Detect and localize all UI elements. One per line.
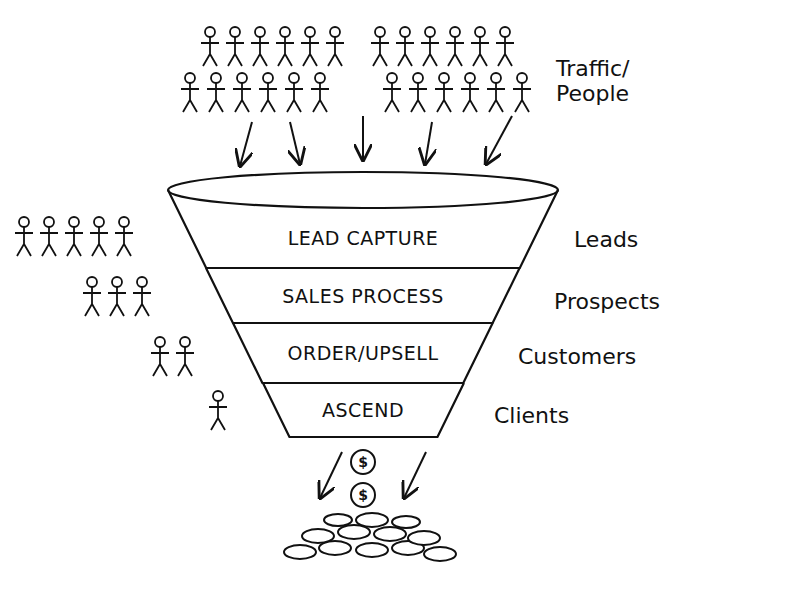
stage-label: Clients [494,403,569,428]
funnel-band: ORDER/UPSELL [233,323,493,383]
stick-figure [285,73,303,112]
funnel-band: ASCEND [263,383,464,437]
stage-label: Leads [574,227,638,252]
stage-name: ASCEND [322,399,404,421]
stick-figure [461,73,479,112]
stick-figure [151,337,169,376]
stick-figure [496,27,514,66]
funnel-band: LEAD CAPTURE [168,190,558,268]
stick-figure [396,27,414,66]
stick-figure [435,73,453,112]
stick-figure [181,73,199,112]
stick-figure [259,73,277,112]
stick-figure [233,73,251,112]
stick-figure [65,217,83,256]
stick-figure [176,337,194,376]
stick-figure [133,277,151,316]
stick-figure [115,217,133,256]
stage-name: ORDER/UPSELL [287,342,438,364]
stick-figure [311,73,329,112]
stick-figure [209,391,227,430]
stick-figure [301,27,319,66]
stick-figure [371,27,389,66]
stick-figure [226,27,244,66]
stick-figure [251,27,269,66]
stick-figure [471,27,489,66]
stick-figure [409,73,427,112]
dollar-sign: $ [358,487,368,503]
stick-figure [108,277,126,316]
funnel-band: SALES PROCESS [206,268,520,323]
traffic-label: Traffic/ People [556,56,666,107]
stage-label: Customers [518,344,636,369]
stick-figure [83,277,101,316]
stick-figure [326,27,344,66]
people-figures [15,27,531,430]
funnel-rim [168,172,558,208]
stick-figure [276,27,294,66]
stage-name: SALES PROCESS [282,285,444,307]
dollar-sign: $ [358,454,368,470]
coins [284,450,456,561]
stick-figure [383,73,401,112]
stage-name: LEAD CAPTURE [288,227,439,249]
stick-figure [421,27,439,66]
stick-figure [15,217,33,256]
stick-figure [90,217,108,256]
stick-figure [40,217,58,256]
stick-figure [446,27,464,66]
stage-label: Prospects [554,289,660,314]
stick-figure [207,73,225,112]
stick-figure [513,73,531,112]
stick-figure [487,73,505,112]
stick-figure [201,27,219,66]
